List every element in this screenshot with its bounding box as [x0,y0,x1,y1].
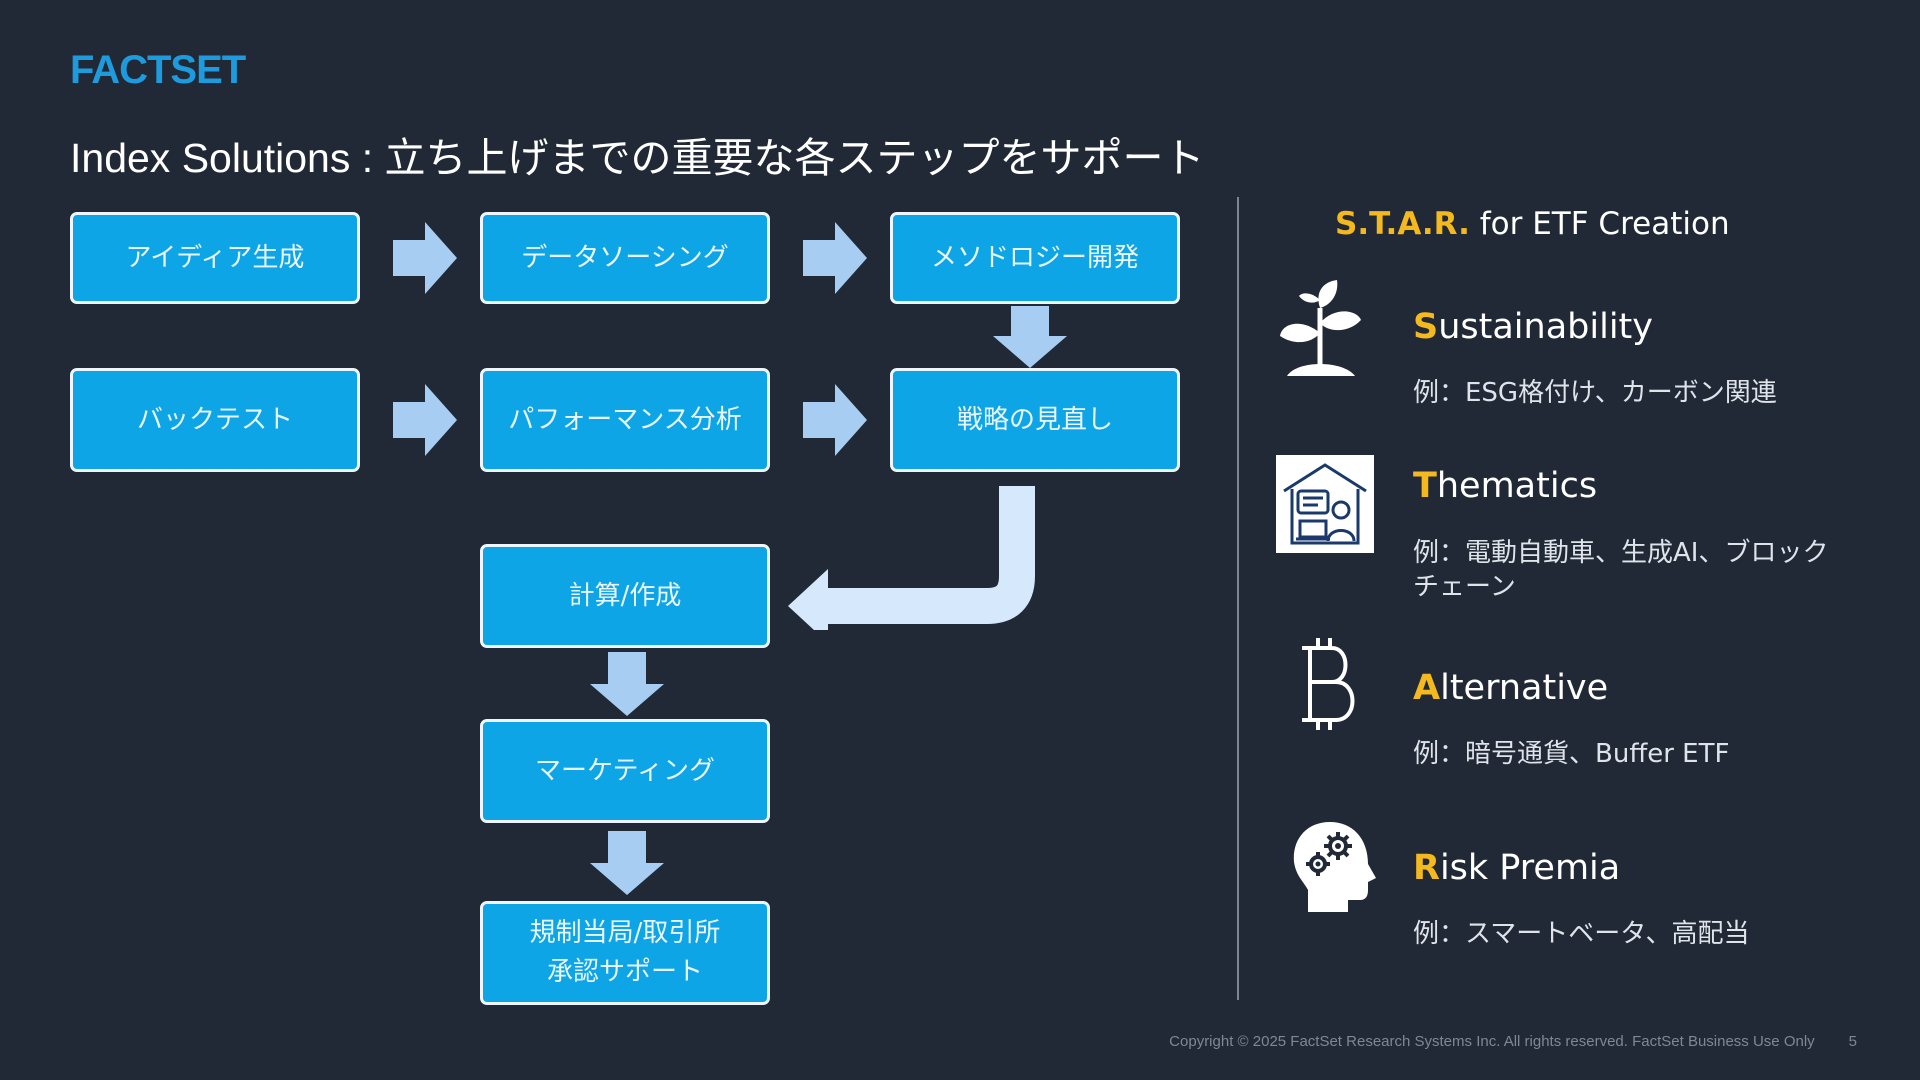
step-strategy-review: 戦略の見直し [890,368,1180,472]
star-item-alternative-title: Alternative [1413,668,1609,708]
factset-logo: FACTSET [70,48,246,92]
home-office-worker-icon [1276,455,1374,553]
arrow-right-icon [393,222,457,294]
step-data-sourcing: データソーシング [480,212,770,304]
vertical-divider [1237,197,1239,1000]
step-performance-analysis: パフォーマンス分析 [480,368,770,472]
bitcoin-icon [1302,638,1355,730]
star-item-sustainability-title: Sustainability [1413,307,1653,347]
arrow-down-icon [993,306,1067,368]
page-number: 5 [1848,1033,1857,1050]
star-item-thematics-title: Thematics [1413,466,1598,506]
star-item-risk-premia-desc: 例：スマートベータ、高配当 [1413,919,1750,949]
arrow-right-icon [803,222,867,294]
head-gears-icon [1293,822,1376,912]
return-arrow-icon [788,486,1035,630]
step-calculation: 計算/作成 [480,544,770,648]
arrow-down-icon [590,652,664,716]
arrow-right-icon [803,384,867,456]
star-item-risk-premia-title: Risk Premia [1413,848,1621,888]
footer: Copyright © 2025 FactSet Research System… [1169,1033,1857,1050]
star-heading: S.T.A.R. for ETF Creation [1335,206,1730,242]
star-item-thematics-desc: 例：電動自動車、生成AI、ブロックチェーン [1413,538,1829,602]
step-methodology-development: メソドロジー開発 [890,212,1180,304]
star-item-alternative-desc: 例：暗号通貨、Buffer ETF [1413,739,1730,769]
step-idea-generation: アイディア生成 [70,212,360,304]
step-regulatory-approval: 規制当局/取引所 承認サポート [480,901,770,1005]
plant-sprout-icon [1280,280,1361,376]
star-heading-rest: for ETF Creation [1469,206,1730,242]
page-title: Index Solutions : 立ち上げまでの重要な各ステップをサポート [70,135,1205,181]
step-backtest: バックテスト [70,368,360,472]
copyright-text: Copyright © 2025 FactSet Research System… [1169,1033,1815,1050]
arrow-right-icon [393,384,457,456]
step-marketing: マーケティング [480,719,770,823]
star-item-sustainability-desc: 例：ESG格付け、カーボン関連 [1413,378,1777,408]
arrow-down-icon [590,831,664,895]
star-heading-highlight: S.T.A.R. [1335,206,1470,242]
